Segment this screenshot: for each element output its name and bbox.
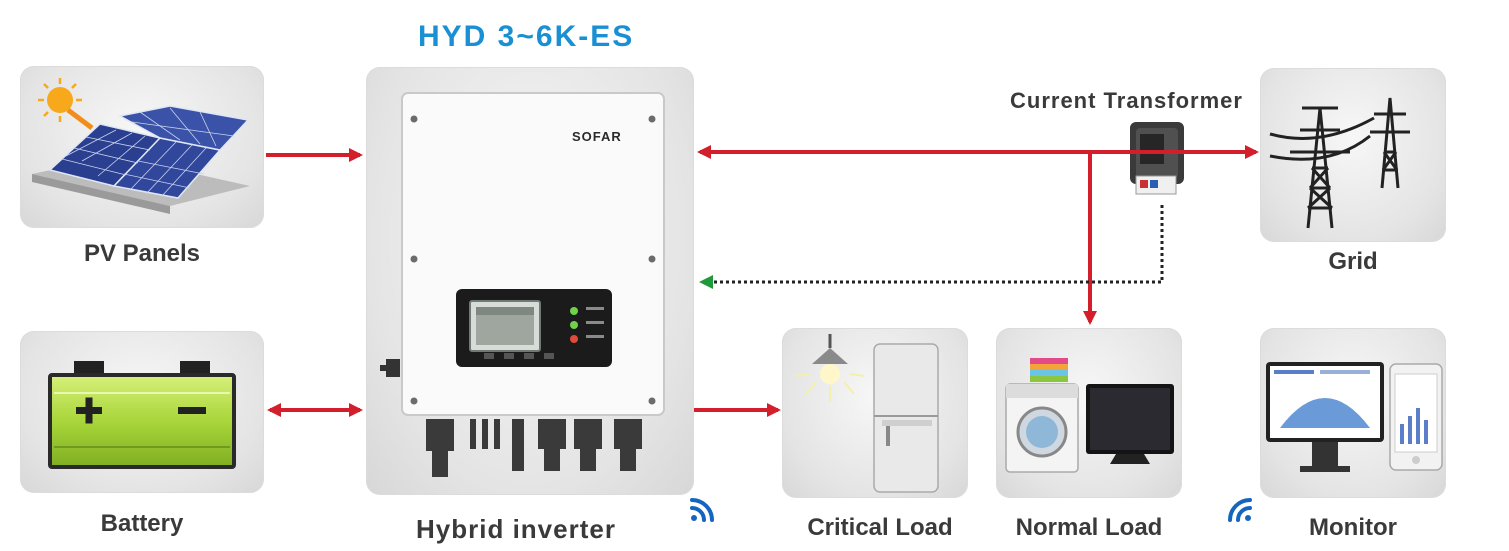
monitor-tile xyxy=(1260,328,1446,498)
battery-tile xyxy=(20,331,264,493)
grid-label: Grid xyxy=(1328,248,1378,275)
monitor-label: Monitor xyxy=(1309,514,1397,541)
ct-signal-arrow xyxy=(699,205,1164,289)
inverter-brand-logo: SOFAR xyxy=(572,129,622,144)
inverter-tile: SOFAR xyxy=(366,67,694,495)
critical-load-label: Critical Load xyxy=(807,514,953,541)
lamp-fridge-icon xyxy=(795,334,939,493)
critical-load-tile xyxy=(782,328,968,498)
normal-load-label: Normal Load xyxy=(1015,514,1163,541)
washer-tv-icon xyxy=(1005,358,1174,473)
solar-panel-icon xyxy=(32,78,250,214)
wifi-icon xyxy=(690,498,714,522)
inverter-label: Hybrid inverter xyxy=(416,514,616,544)
pv-panels-label: PV Panels xyxy=(83,240,201,267)
wifi-icon-monitor xyxy=(1228,498,1252,522)
monitor-phone-icon xyxy=(1266,362,1443,472)
transmission-tower-icon xyxy=(1269,97,1410,229)
pv-panels-tile xyxy=(20,66,264,228)
diagram-title: HYD 3~6K-ES xyxy=(418,20,635,53)
battery-label: Battery xyxy=(100,510,184,537)
hybrid-inverter-icon xyxy=(380,92,665,477)
grid-tile xyxy=(1260,68,1446,242)
current-transformer-label: Current Transformer xyxy=(1010,88,1243,113)
battery-icon xyxy=(48,361,236,469)
normal-load-tile xyxy=(996,328,1182,498)
